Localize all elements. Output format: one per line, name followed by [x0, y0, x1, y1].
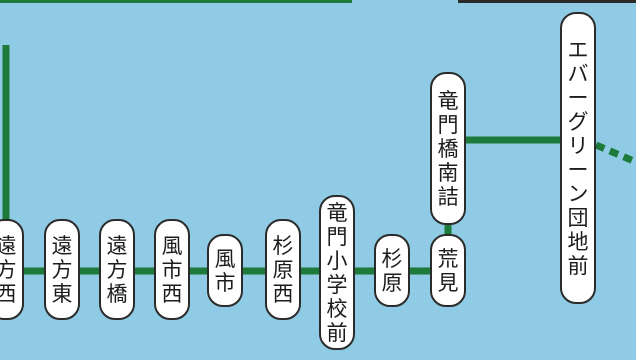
stop-ryumon-shogakko-mae: 竜門小学校前	[319, 195, 355, 350]
top-panel-edge-left	[0, 0, 352, 3]
stop-suginohara-nishi: 杉原西	[265, 219, 301, 320]
stop-suginohara: 杉原	[374, 234, 410, 307]
stop-kazaichi-nishi: 風市西	[154, 219, 190, 320]
stop-enpo-nishi: 遠方西	[0, 219, 24, 320]
stop-enpo-bashi: 遠方橋	[99, 219, 135, 320]
stop-ryumonbashi-minamizume: 竜門橋南詰	[430, 72, 466, 225]
top-panel-edge-right	[458, 0, 636, 3]
stop-arami: 荒見	[430, 234, 466, 307]
stop-evergreen-danchi-mae: エバーグリーン団地前	[560, 12, 596, 304]
stop-enpo-higashi: 遠方東	[44, 219, 80, 320]
stop-kazaichi: 風市	[207, 234, 243, 307]
route-line-continuation	[594, 141, 636, 166]
